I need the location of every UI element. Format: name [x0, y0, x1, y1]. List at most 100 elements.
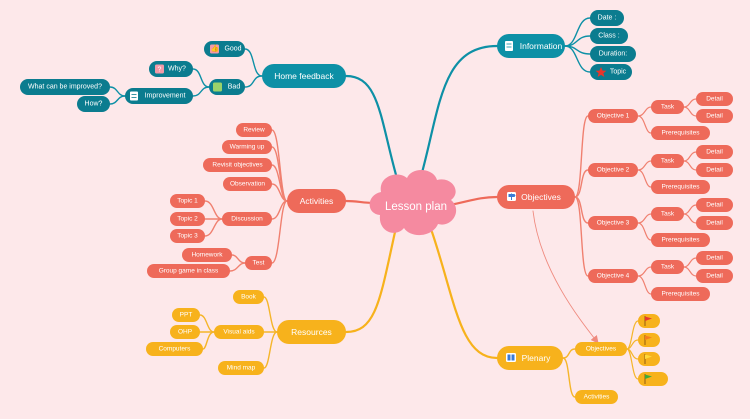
group-game-label: Group game in class	[159, 268, 219, 275]
branch-plenary: Plenary Objectives Activities	[497, 314, 668, 404]
flag-node-yellow[interactable]	[638, 352, 660, 366]
objective-3-detail-1[interactable]: Detail	[696, 198, 733, 212]
ppt-label: PPT	[180, 312, 193, 319]
plenary-activities-node[interactable]: Activities	[575, 390, 618, 404]
connectors	[109, 17, 697, 398]
bad-node[interactable]: Bad	[209, 79, 245, 95]
objective-4-prerequisites[interactable]: Prerequisites	[651, 287, 710, 301]
objective-3-node[interactable]: Objective 3	[588, 216, 638, 230]
observation-node[interactable]: Observation	[223, 177, 272, 191]
topic-1-node[interactable]: Topic 1	[170, 194, 205, 208]
topic-3-label: Topic 3	[177, 233, 198, 240]
objective-1-node[interactable]: Objective 1	[588, 109, 638, 123]
objective-1-task[interactable]: Task	[651, 100, 684, 114]
group-game-node[interactable]: Group game in class	[147, 264, 230, 278]
date-label: Date :	[598, 15, 617, 22]
information-label: Information	[520, 41, 563, 51]
homework-label: Homework	[191, 252, 223, 259]
discussion-node[interactable]: Discussion	[222, 212, 272, 226]
detail-label: Detail	[706, 96, 723, 103]
topic-3-node[interactable]: Topic 3	[170, 229, 205, 243]
thumbs-down-icon	[213, 82, 222, 92]
objective-3-prerequisites[interactable]: Prerequisites	[651, 233, 710, 247]
objective-4-node[interactable]: Objective 4	[588, 269, 638, 283]
objective-4-detail-2[interactable]: Detail	[696, 269, 733, 283]
topic-1-label: Topic 1	[177, 198, 198, 205]
objective-2-detail-1[interactable]: Detail	[696, 145, 733, 159]
objective-2-node[interactable]: Objective 2	[588, 163, 638, 177]
prerequisites-label: Prerequisites	[662, 237, 701, 244]
central-topic-label: Lesson plan	[385, 201, 447, 213]
objective-4-task[interactable]: Task	[651, 260, 684, 274]
plenary-node[interactable]: Plenary	[497, 346, 563, 370]
objective-3-task[interactable]: Task	[651, 207, 684, 221]
visual-aids-label: Visual aids	[223, 329, 255, 336]
flag-node-red[interactable]	[638, 314, 660, 328]
list-icon	[130, 91, 138, 101]
central-topic[interactable]: Lesson plan	[369, 169, 457, 236]
question-icon	[155, 64, 164, 74]
good-label: Good	[224, 46, 241, 53]
duration-node[interactable]: Duration:	[590, 46, 636, 62]
test-node[interactable]: Test	[245, 256, 272, 270]
visual-aids-node[interactable]: Visual aids	[214, 325, 264, 339]
objective-3-label: Objective 3	[597, 220, 630, 227]
ppt-node[interactable]: PPT	[172, 308, 200, 322]
objectives-label: Objectives	[521, 192, 561, 202]
plenary-objectives-label: Objectives	[586, 346, 617, 353]
red-flag-icon	[644, 316, 652, 326]
flag-node-green[interactable]	[638, 372, 668, 386]
test-label: Test	[253, 260, 265, 267]
objective-2-task[interactable]: Task	[651, 154, 684, 168]
plenary-objectives-node[interactable]: Objectives	[575, 342, 627, 356]
branch-objectives: Objectives Objective 1 Task Detail Detai…	[497, 92, 733, 301]
orange-flag-icon	[644, 335, 652, 345]
warming-up-node[interactable]: Warming up	[222, 140, 272, 154]
review-node[interactable]: Review	[236, 123, 272, 137]
resources-node[interactable]: Resources	[277, 320, 346, 344]
green-flag-icon	[644, 374, 652, 384]
star-icon	[595, 67, 607, 77]
computers-node[interactable]: Computers	[146, 342, 203, 356]
topic-2-node[interactable]: Topic 2	[170, 212, 205, 226]
objective-2-label: Objective 2	[597, 167, 630, 174]
improve-question-node[interactable]: What can be improved?	[20, 79, 110, 95]
home-feedback-node[interactable]: Home feedback	[262, 64, 346, 88]
objective-3-detail-2[interactable]: Detail	[696, 216, 733, 230]
activities-node[interactable]: Activities	[287, 189, 346, 213]
why-label: Why?	[168, 66, 186, 73]
task-label: Task	[661, 104, 675, 111]
objective-4-detail-1[interactable]: Detail	[696, 251, 733, 265]
improvement-node[interactable]: Improvement	[125, 88, 193, 104]
homework-node[interactable]: Homework	[182, 248, 232, 262]
prerequisites-label: Prerequisites	[662, 130, 701, 137]
mind-map-node[interactable]: Mind map	[218, 361, 264, 375]
objective-1-detail-1[interactable]: Detail	[696, 92, 733, 106]
good-node[interactable]: 👍 Good	[204, 41, 245, 57]
signpost-icon	[507, 192, 516, 201]
objective-2-detail-2[interactable]: Detail	[696, 163, 733, 177]
revisit-objectives-node[interactable]: Revisit objectives	[203, 158, 272, 172]
topic-label: Topic	[610, 69, 627, 76]
improve-question-label: What can be improved?	[28, 84, 102, 91]
objective-1-detail-2[interactable]: Detail	[696, 109, 733, 123]
flag-node-orange[interactable]	[638, 333, 660, 347]
ohp-node[interactable]: OHP	[170, 325, 200, 339]
why-node[interactable]: ? Why?	[149, 61, 193, 77]
mind-map-label: Mind map	[227, 365, 256, 372]
activities-label: Activities	[300, 196, 334, 206]
date-node[interactable]: Date :	[590, 10, 624, 26]
topic-node[interactable]: Topic	[590, 64, 632, 80]
objectives-node[interactable]: Objectives	[497, 185, 575, 209]
improvement-label: Improvement	[145, 93, 186, 100]
branch-resources: Resources Book Visual aids Mind map PPT …	[146, 290, 346, 375]
review-label: Review	[243, 127, 265, 134]
info-list-icon	[505, 41, 513, 51]
objective-1-prerequisites[interactable]: Prerequisites	[651, 126, 710, 140]
class-node[interactable]: Class :	[590, 28, 628, 44]
how-node[interactable]: How?	[77, 96, 110, 112]
objective-2-prerequisites[interactable]: Prerequisites	[651, 180, 710, 194]
detail-label: Detail	[706, 202, 723, 209]
information-node[interactable]: Information	[497, 34, 565, 58]
book-node[interactable]: Book	[233, 290, 264, 304]
